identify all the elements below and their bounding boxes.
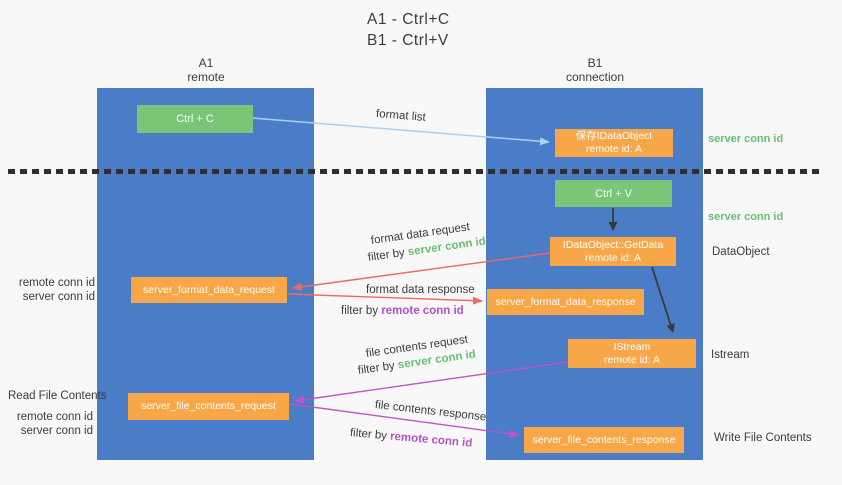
filter-by-text: filter by: [349, 427, 391, 443]
lifeline-a1-header: A1 remote: [146, 56, 266, 84]
file-contents-response-label: file contents response: [374, 399, 487, 424]
lifeline-a1-name: A1: [198, 56, 214, 70]
remote-conn-id-text: remote conn id: [381, 305, 464, 317]
server-file-contents-response-box: server_file_contents_response: [524, 427, 684, 453]
filter-by-remote-conn-id-label-2: filter by remote conn id: [349, 427, 472, 450]
write-file-contents-label: Write File Contents: [714, 432, 812, 444]
ctrl-v-label: Ctrl + V: [595, 187, 632, 200]
lifeline-b1-header: B1 connection: [535, 56, 655, 84]
getdata-line1: IDataObject::GetData: [562, 238, 664, 251]
filter-by-text: filter by: [357, 359, 399, 377]
lifeline-b1-name: B1: [587, 56, 603, 70]
title-line-1: A1 - Ctrl+C: [367, 11, 450, 28]
lifeline-a1-role: remote: [187, 70, 225, 84]
lifeline-b1-role: connection: [565, 70, 625, 84]
save-dataobject-box: 保存IDataObject remote id: A: [555, 129, 673, 157]
title-line-2: B1 - Ctrl+V: [367, 32, 449, 49]
server-file-contents-response-label: server_file_contents_response: [532, 433, 676, 446]
server-format-data-request-label: server_format_data_request: [143, 283, 275, 296]
save-dataobject-line2: remote id: A: [585, 143, 643, 155]
remote-conn-id-text: remote conn id: [389, 430, 473, 450]
remote-conn-id-left-bottom: remote conn id: [16, 411, 93, 423]
server-format-data-response-label: server_format_data_response: [495, 295, 636, 308]
server-format-data-response-box: server_format_data_response: [487, 289, 644, 315]
istream-side-label: Istream: [711, 349, 750, 361]
server-conn-id-left-mid: server conn id: [22, 291, 95, 303]
format-data-response-label: format data response: [366, 284, 475, 296]
read-file-contents-label: Read File Contents: [8, 390, 107, 402]
filter-by-text: filter by: [341, 305, 382, 317]
getdata-line2: remote id: A: [584, 251, 642, 264]
server-conn-id-right-mid: server conn id: [708, 211, 784, 223]
server-format-data-request-box: server_format_data_request: [131, 277, 287, 303]
session-divider-dotted-line: [8, 169, 822, 174]
filter-by-remote-conn-id-label-1: filter by remote conn id: [341, 305, 464, 317]
ctrl-c-label: Ctrl + C: [176, 113, 214, 125]
left-conn-id-pair-bottom: remote conn id server conn id: [0, 410, 93, 438]
server-conn-id-right-top: server conn id: [708, 133, 784, 145]
server-conn-id-left-bottom: server conn id: [20, 425, 93, 437]
istream-box: IStream remote id: A: [568, 339, 696, 368]
save-dataobject-line1: 保存IDataObject: [575, 130, 653, 142]
server-file-contents-request-box: server_file_contents_request: [128, 393, 289, 420]
server-file-contents-request-label: server_file_contents_request: [141, 400, 276, 412]
getdata-box: IDataObject::GetData remote id: A: [550, 237, 676, 266]
istream-line1: IStream: [613, 340, 651, 353]
dataobject-side-label: DataObject: [712, 246, 770, 258]
istream-line2: remote id: A: [603, 353, 661, 366]
left-conn-id-pair-mid: remote conn id server conn id: [0, 276, 95, 304]
format-list-label: format list: [375, 108, 427, 124]
filter-by-text: filter by: [367, 246, 409, 264]
diagram-title: A1 - Ctrl+C B1 - Ctrl+V: [367, 9, 450, 51]
ctrl-v-box: Ctrl + V: [555, 180, 672, 207]
remote-conn-id-left-mid: remote conn id: [18, 277, 95, 289]
ctrl-c-box: Ctrl + C: [137, 105, 253, 133]
